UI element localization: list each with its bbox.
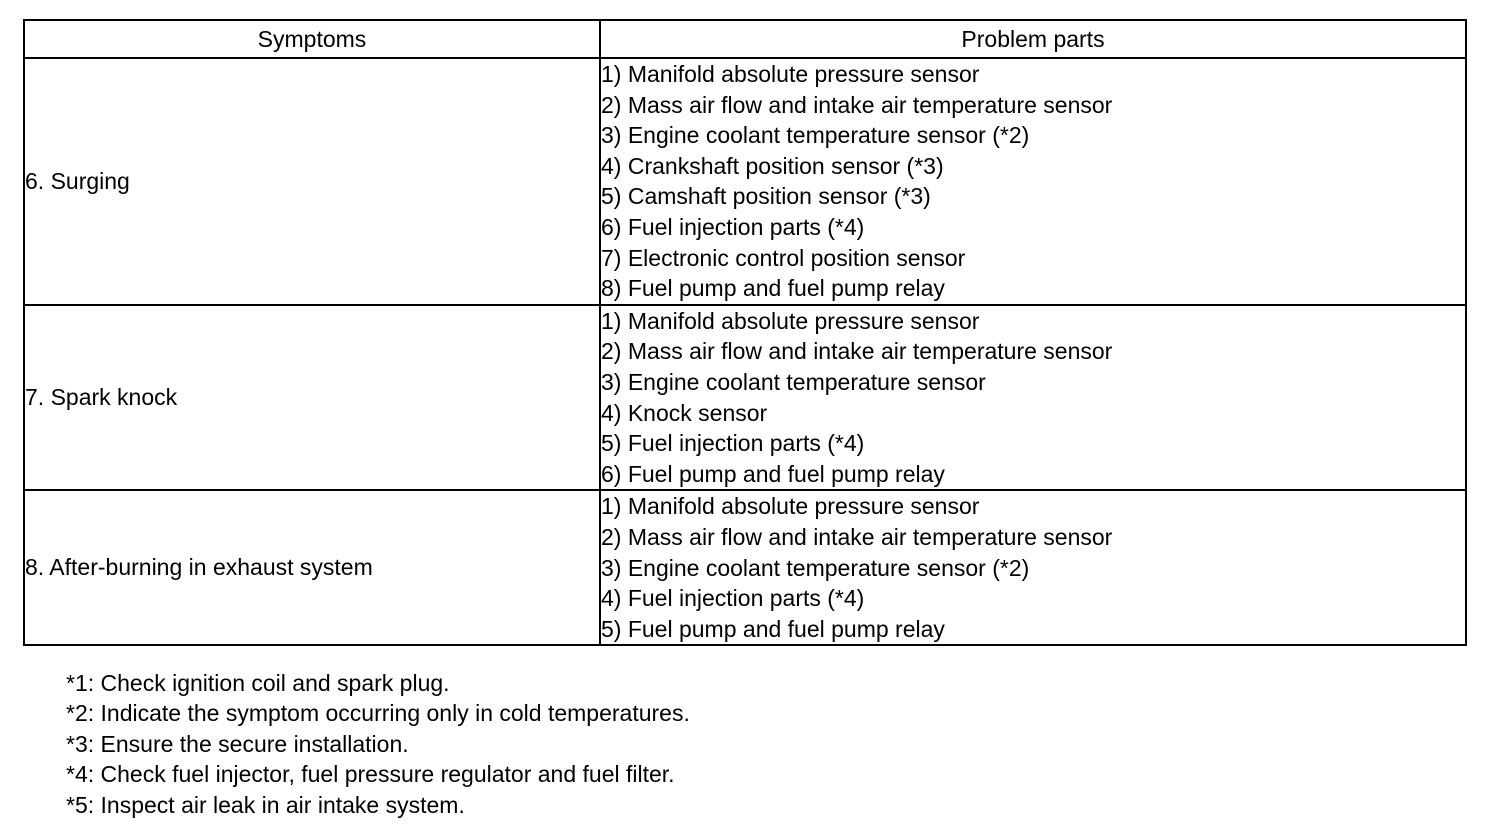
part-item: 3) Engine coolant temperature sensor (*2… bbox=[601, 554, 1030, 581]
table-row: 6. Surging 1) Manifold absolute pressure… bbox=[23, 57, 1467, 306]
part-item: 5) Camshaft position sensor (*3) bbox=[601, 183, 931, 210]
header-problem-parts: Problem parts bbox=[599, 19, 1467, 59]
part-item: 1) Manifold absolute pressure sensor bbox=[601, 307, 980, 334]
problem-parts-cell: 1) Manifold absolute pressure sensor 2) … bbox=[599, 489, 1467, 647]
part-item: 5) Fuel pump and fuel pump relay bbox=[601, 615, 945, 642]
part-item: 5) Fuel injection parts (*4) bbox=[601, 430, 865, 457]
table-row: 7. Spark knock 1) Manifold absolute pres… bbox=[23, 303, 1467, 492]
footnote-2: *2: Indicate the symptom occurring only … bbox=[66, 700, 690, 727]
footnote-5: *5: Inspect air leak in air intake syste… bbox=[66, 791, 465, 818]
part-item: 8) Fuel pump and fuel pump relay bbox=[601, 275, 945, 302]
part-item: 4) Knock sensor bbox=[601, 399, 768, 426]
part-item: 4) Fuel injection parts (*4) bbox=[601, 585, 865, 612]
footnotes: *1: Check ignition coil and spark plug. … bbox=[66, 668, 690, 820]
problem-parts-cell: 1) Manifold absolute pressure sensor 2) … bbox=[599, 303, 1467, 492]
problem-parts-cell: 1) Manifold absolute pressure sensor 2) … bbox=[599, 57, 1467, 306]
footnote-4: *4: Check fuel injector, fuel pressure r… bbox=[66, 761, 675, 788]
header-symptoms: Symptoms bbox=[23, 19, 601, 59]
part-item: 2) Mass air flow and intake air temperat… bbox=[601, 523, 1113, 550]
symptom-cell: 6. Surging bbox=[23, 57, 601, 306]
part-item: 7) Electronic control position sensor bbox=[601, 244, 966, 271]
symptom-cell: 7. Spark knock bbox=[23, 303, 601, 492]
table-header-row: Symptoms Problem parts bbox=[23, 19, 1467, 59]
symptoms-table: Symptoms Problem parts 6. Surging 1) Man… bbox=[23, 19, 1467, 647]
footnote-3: *3: Ensure the secure installation. bbox=[66, 730, 409, 757]
part-item: 1) Manifold absolute pressure sensor bbox=[601, 61, 980, 87]
part-item: 6) Fuel pump and fuel pump relay bbox=[601, 460, 945, 487]
part-item: 6) Fuel injection parts (*4) bbox=[601, 213, 865, 240]
part-item: 1) Manifold absolute pressure sensor bbox=[601, 493, 980, 520]
part-item: 3) Engine coolant temperature sensor bbox=[601, 368, 986, 395]
footnote-1: *1: Check ignition coil and spark plug. bbox=[66, 670, 450, 696]
table-row: 8. After-burning in exhaust system 1) Ma… bbox=[23, 489, 1467, 647]
part-item: 2) Mass air flow and intake air temperat… bbox=[601, 91, 1113, 118]
part-item: 2) Mass air flow and intake air temperat… bbox=[601, 338, 1113, 365]
part-item: 3) Engine coolant temperature sensor (*2… bbox=[601, 122, 1030, 149]
part-item: 4) Crankshaft position sensor (*3) bbox=[601, 152, 944, 179]
symptom-cell: 8. After-burning in exhaust system bbox=[23, 489, 601, 647]
